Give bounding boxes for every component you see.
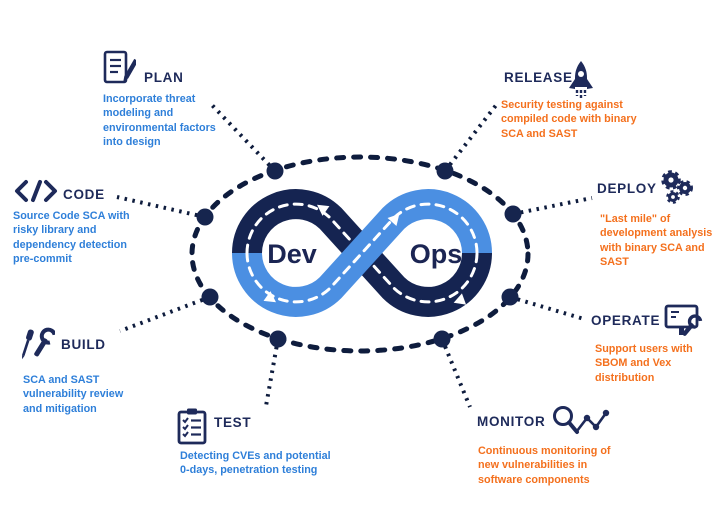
ring-dots <box>196 162 522 348</box>
connector-lines <box>116 101 593 408</box>
stage-desc-operate: Support users with SBOM and Vex distribu… <box>595 343 693 384</box>
infinity-navy-dashed-line <box>245 202 479 304</box>
stage-desc-monitor: Continuous monitoring of new vulnerabili… <box>478 445 611 486</box>
connector-line-operate <box>509 295 585 321</box>
tools-icon <box>22 327 55 360</box>
document-pencil-icon <box>103 50 136 84</box>
ring-dot-deploy <box>504 205 522 223</box>
stage-desc-build: SCA and SAST vulnerability review and mi… <box>23 374 124 415</box>
ring-dot-monitor <box>433 330 451 348</box>
ring-dot-plan <box>266 162 284 180</box>
checklist-clipboard-icon <box>177 408 207 445</box>
stage-title-code: CODE <box>63 187 105 202</box>
stage-desc-code: Source Code SCA with risky library and d… <box>13 210 130 266</box>
ring-dot-operate <box>501 288 519 306</box>
stage-title-release: RELEASE <box>504 70 573 85</box>
arrow-bottom-right-icon <box>453 293 467 305</box>
flow-arrows <box>263 204 467 305</box>
arrow-bottom-left-icon <box>263 291 277 303</box>
stage-title-build: BUILD <box>61 337 106 352</box>
code-brackets-icon <box>15 180 57 202</box>
connector-line-release <box>443 102 499 173</box>
stage-desc-test: Detecting CVEs and potential 0-days, pen… <box>180 450 331 477</box>
arrow-center-icon <box>387 213 400 227</box>
ring-dot-test <box>269 330 287 348</box>
magnifier-chart-icon <box>553 406 610 434</box>
ring-dot-code <box>196 208 214 226</box>
ring-dot-build <box>201 288 219 306</box>
stage-title-deploy: DEPLOY <box>597 181 657 196</box>
stage-desc-plan: Incorporate threat modeling and environm… <box>103 93 216 149</box>
stage-title-plan: PLAN <box>144 70 184 85</box>
connector-line-deploy <box>512 196 593 216</box>
connector-line-monitor <box>440 338 472 408</box>
stage-desc-release: Security testing against compiled code w… <box>501 99 637 140</box>
ring-dot-release <box>436 162 454 180</box>
connector-line-test <box>264 338 280 407</box>
stage-title-test: TEST <box>214 415 252 430</box>
stage-desc-deploy: "Last mile" of development analysis with… <box>600 213 713 269</box>
ops-label: Ops <box>410 239 463 269</box>
gears-icon <box>661 170 693 204</box>
arrow-top-left-icon <box>316 204 330 216</box>
monitor-wrench-icon <box>664 304 703 336</box>
dev-label: Dev <box>267 239 317 269</box>
infinity-blue-dashed-line <box>245 202 479 304</box>
stage-title-operate: OPERATE <box>591 313 661 328</box>
connector-line-build <box>119 295 211 333</box>
rocket-icon <box>569 61 593 99</box>
stage-title-monitor: MONITOR <box>477 414 546 429</box>
dashed-ring <box>189 154 531 354</box>
